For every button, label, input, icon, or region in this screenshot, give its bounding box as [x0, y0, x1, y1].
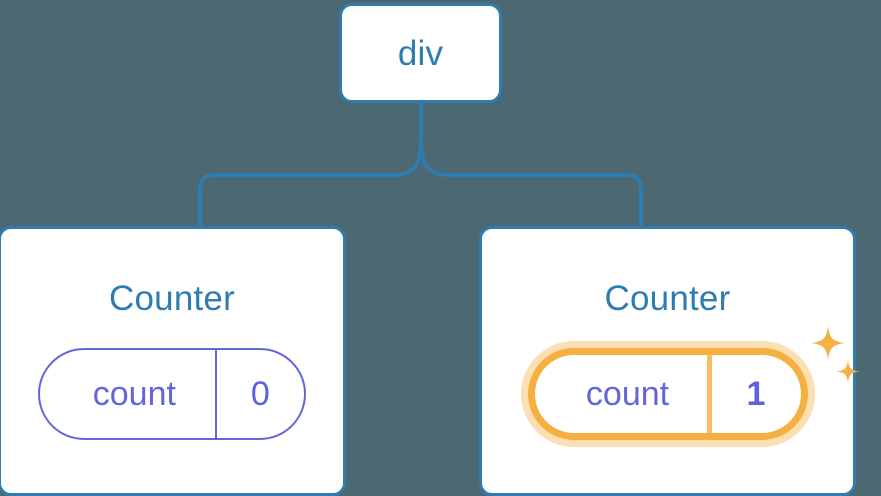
connector-branch-left	[198, 138, 423, 229]
sparkles-group	[810, 326, 859, 383]
sparkle-large-icon	[810, 326, 845, 360]
connector-branch-right	[419, 138, 643, 229]
state-pill-left[interactable]: count 0	[38, 348, 306, 440]
node-div[interactable]: div	[339, 3, 502, 103]
node-counter-left-title: Counter	[109, 279, 235, 318]
node-counter-left[interactable]: Counter count 0	[0, 226, 346, 496]
state-pill-wrapper-left: count 0	[38, 348, 306, 440]
state-pill-right[interactable]: count 1	[527, 348, 808, 440]
sparkle-small-icon	[836, 360, 859, 383]
node-div-label: div	[397, 33, 444, 73]
node-counter-right-title: Counter	[604, 279, 731, 318]
node-counter-right[interactable]: Counter count 1	[479, 226, 859, 496]
state-value-right: 1	[746, 374, 766, 413]
state-key-right: count	[535, 355, 712, 433]
state-value-left: 0	[250, 374, 270, 413]
state-key-left: count	[40, 350, 217, 438]
state-pill-wrapper-right: count 1	[527, 326, 859, 440]
